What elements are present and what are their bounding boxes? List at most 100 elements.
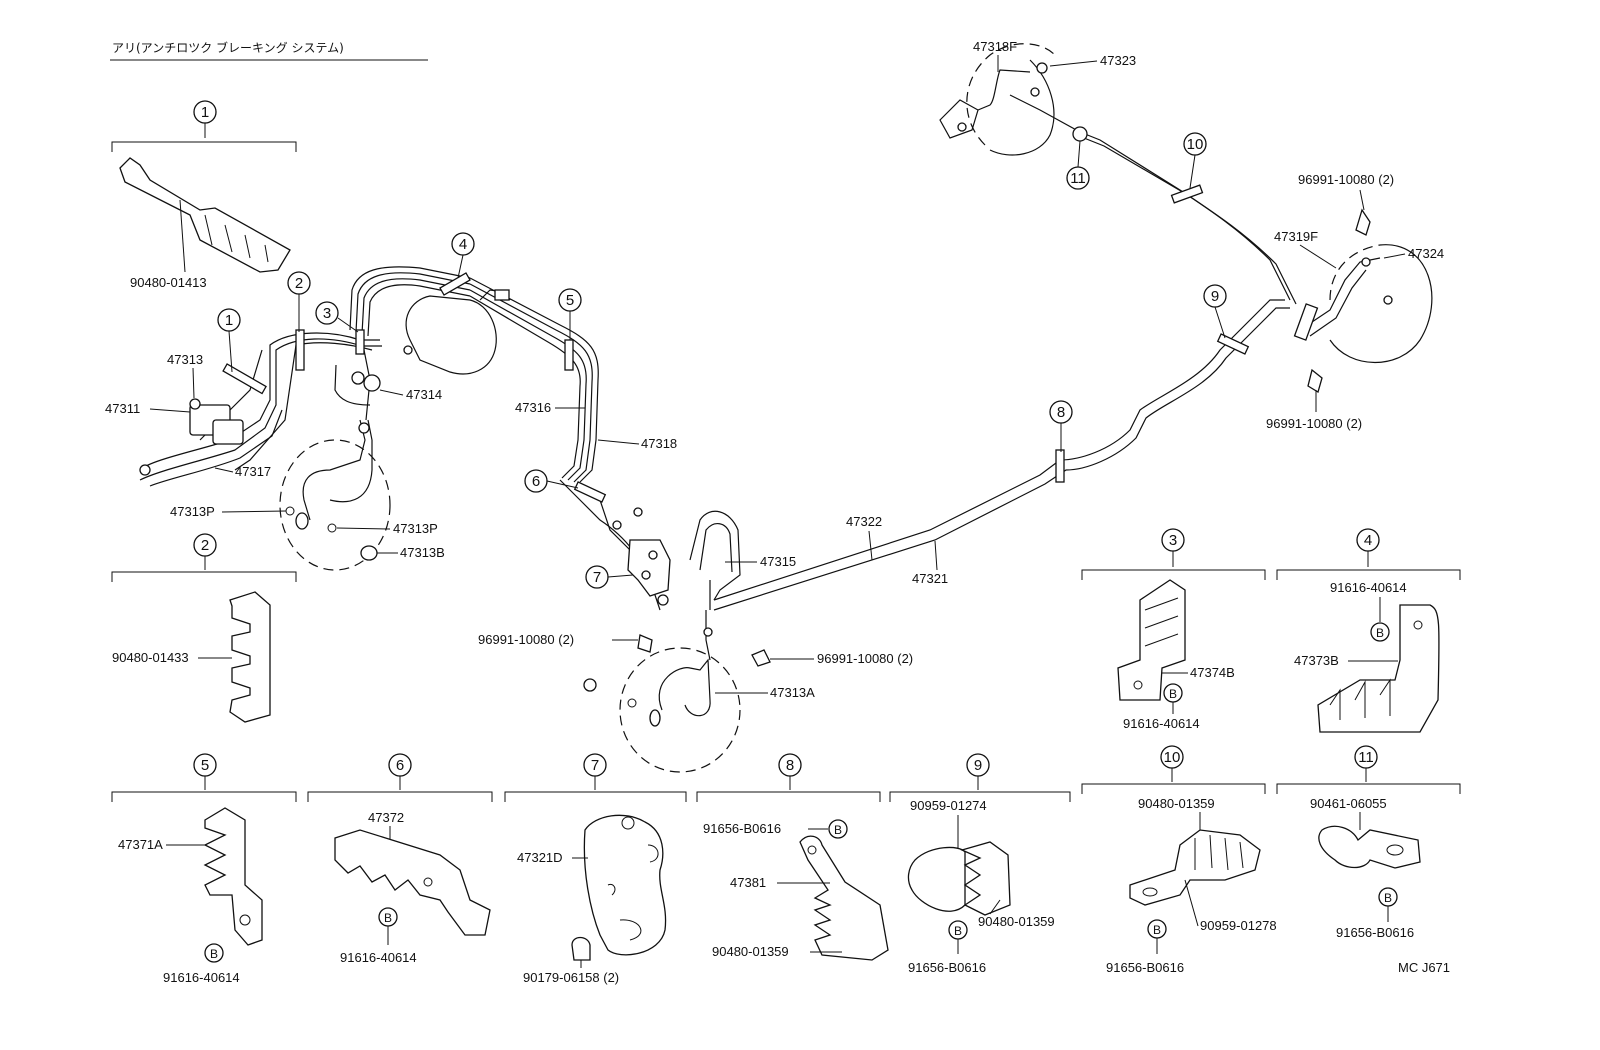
svg-text:9: 9 (974, 757, 982, 774)
brake-pipe-harness (139, 94, 1297, 661)
svg-text:B: B (1169, 687, 1177, 701)
label-90480-01413: 90480-01413 (130, 275, 207, 290)
rear-left-hose (939, 62, 1048, 139)
svg-text:B: B (1153, 923, 1161, 937)
label-90480-01359-detail10: 90480-01359 (1138, 796, 1215, 811)
svg-text:B: B (210, 947, 218, 961)
diagram-title: アリ(アンチロツク ブレーキング システム) (112, 40, 344, 55)
label-90480-01359-detail8: 90480-01359 (712, 944, 789, 959)
label-47374B: 47374B (1190, 665, 1235, 680)
clamp-90480-01359-detail9-part (960, 841, 1011, 916)
clamp-1-on-pipe (222, 363, 267, 395)
svg-text:10: 10 (1187, 136, 1204, 153)
detail-7: 7 47321D 90179-06158 (2) (504, 753, 687, 985)
clamp-5-on-pipe (564, 339, 574, 371)
svg-text:10: 10 (1164, 749, 1181, 766)
label-90959-01274: 90959-01274 (910, 798, 987, 813)
label-47311: 47311 (105, 401, 140, 416)
svg-text:1: 1 (201, 104, 209, 121)
svg-text:5: 5 (566, 292, 574, 309)
svg-text:2: 2 (295, 275, 303, 292)
label-91656-B0616-detail8: 91656-B0616 (703, 821, 781, 836)
rear-left-disc-outline (966, 43, 1056, 146)
label-47313P-left: 47313P (170, 504, 215, 519)
clamp-47373B-part (1317, 604, 1440, 733)
label-47321: 47321 (912, 571, 948, 586)
label-90461-06055: 90461-06055 (1310, 796, 1387, 811)
callout-3-pipe (315, 301, 339, 325)
label-47381: 47381 (730, 875, 766, 890)
clamp-10-on-pipe (1170, 184, 1204, 204)
svg-text:6: 6 (396, 757, 404, 774)
label-91656-B0616-detail10: 91656-B0616 (1106, 960, 1184, 975)
front-left-disc-outline (279, 439, 391, 571)
label-90480-01359-detail9: 90480-01359 (978, 914, 1055, 929)
svg-text:3: 3 (323, 305, 331, 322)
label-96991-10080-rear-top: 96991-10080 (2) (1298, 172, 1394, 187)
label-90179-06158: 90179-06158 (2) (523, 970, 619, 985)
svg-text:2: 2 (201, 537, 209, 554)
detail-3: 3 47374B B 91616-40614 (1081, 528, 1266, 731)
label-47318: 47318 (641, 436, 677, 451)
booster-shape (405, 289, 511, 375)
valve-47321D-part (583, 814, 667, 956)
label-47321D: 47321D (517, 850, 563, 865)
svg-text:11: 11 (1358, 749, 1374, 766)
rear-right-hose (1293, 257, 1393, 341)
svg-text:B: B (1376, 626, 1384, 640)
label-47316: 47316 (515, 400, 551, 415)
svg-text:4: 4 (459, 236, 467, 253)
label-91616-40614-detail4: 91616-40614 (1330, 580, 1407, 595)
clamp-3-on-pipe (355, 329, 365, 355)
main-labels: 1 90480-01413 2 1 3 4 5 47313 47311 4731… (105, 39, 1444, 700)
detail-9: 9 90959-01274 90480-01359 B 91656-B0616 (889, 753, 1071, 975)
label-47313: 47313 (167, 352, 203, 367)
center-valve-block (612, 507, 713, 637)
clamp-8-on-pipe (1055, 449, 1065, 483)
label-91616-40614-detail5: 91616-40614 (163, 970, 240, 985)
label-91656-B0616-detail11: 91656-B0616 (1336, 925, 1414, 940)
clamp-4-on-pipe (439, 272, 471, 296)
clamp-90480-01433-part (229, 591, 271, 723)
label-47319F: 47319F (1274, 229, 1318, 244)
detail-8: 8 91656-B0616 B 47381 90480-01359 (696, 753, 889, 961)
label-47371A: 47371A (118, 837, 163, 852)
detail-10: 10 90480-01359 90959-01278 B 91656-B0616 (1081, 745, 1277, 975)
clamp-47374B-part (1117, 579, 1186, 701)
label-47318F: 47318F (973, 39, 1017, 54)
clamp-2-on-pipe (295, 329, 305, 371)
booster-connector (494, 289, 510, 301)
clip-90461-06055-part (1318, 825, 1421, 869)
clamp-47371A-part (203, 807, 263, 946)
svg-text:7: 7 (593, 569, 601, 586)
diagram-ref-code: MC J671 (1398, 960, 1450, 975)
label-47313P-right: 47313P (393, 521, 438, 536)
label-47317: 47317 (235, 464, 271, 479)
label-47372: 47372 (368, 810, 404, 825)
clamp-11-on-pipe (1072, 126, 1088, 142)
svg-text:8: 8 (786, 757, 794, 774)
label-47324: 47324 (1408, 246, 1444, 261)
detail-2: 2 90480-01433 (111, 533, 297, 723)
svg-text:5: 5 (201, 757, 209, 774)
svg-text:8: 8 (1057, 404, 1065, 421)
svg-text:9: 9 (1211, 288, 1219, 305)
pipe-clamps (222, 126, 1250, 503)
clamp-47372-part (334, 829, 491, 936)
label-90480-01433: 90480-01433 (112, 650, 189, 665)
label-96991-10080-front-left: 96991-10080 (2) (478, 632, 574, 647)
svg-text:B: B (834, 823, 842, 837)
label-90959-01278: 90959-01278 (1200, 918, 1277, 933)
detail-5: 5 47371A B 91616-40614 (111, 753, 297, 985)
svg-text:3: 3 (1169, 532, 1177, 549)
label-47314: 47314 (406, 387, 442, 402)
svg-text:6: 6 (532, 473, 540, 490)
front-right-disc-outline (619, 647, 741, 773)
detail-6: 6 47372 B 91616-40614 (307, 753, 493, 965)
clamp-90959-01274-part (907, 846, 966, 912)
label-47373B: 47373B (1294, 653, 1339, 668)
label-96991-10080-rear-bottom: 96991-10080 (2) (1266, 416, 1362, 431)
clamp-47381-part (799, 835, 889, 961)
label-47313B: 47313B (400, 545, 445, 560)
